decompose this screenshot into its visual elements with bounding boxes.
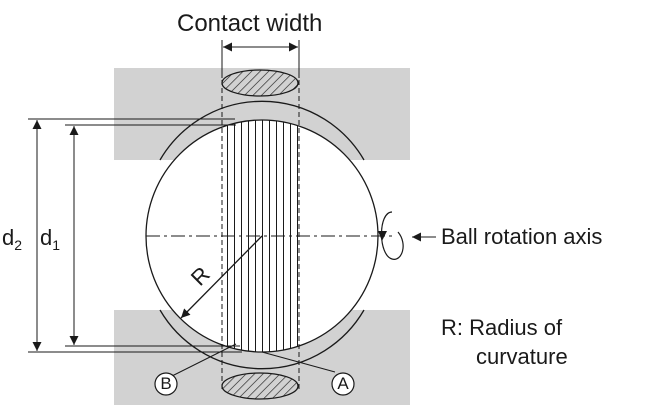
d1-main: d bbox=[40, 225, 53, 250]
contact-band bbox=[222, 120, 299, 352]
radius-legend-line2: curvature bbox=[476, 344, 568, 369]
contact-width-label: Contact width bbox=[177, 10, 323, 37]
point-a-circle bbox=[331, 372, 355, 396]
rotation-symbol bbox=[381, 211, 404, 260]
point-b-circle bbox=[154, 372, 178, 396]
top-contact-ellipse bbox=[221, 69, 299, 97]
radius-arrow bbox=[180, 235, 263, 319]
d1-subscript: 1 bbox=[52, 237, 61, 253]
bottom-contact-ellipse bbox=[221, 372, 299, 400]
rotation-arrowhead bbox=[378, 231, 387, 241]
point-b-label: B bbox=[160, 374, 172, 393]
d2-label: d2 bbox=[2, 225, 22, 253]
inner-groove-arc bbox=[159, 309, 365, 370]
radius-legend-line1: R: Radius of bbox=[441, 315, 563, 340]
d2-subscript: 2 bbox=[14, 237, 23, 253]
ball-rotation-axis-label: Ball rotation axis bbox=[441, 224, 603, 249]
leader-a bbox=[261, 351, 336, 373]
d2-main: d bbox=[2, 225, 15, 250]
point-a-label: A bbox=[337, 374, 349, 393]
outer-groove-arc bbox=[159, 100, 365, 161]
d1-label: d1 bbox=[40, 225, 60, 253]
leader-b bbox=[171, 343, 237, 377]
